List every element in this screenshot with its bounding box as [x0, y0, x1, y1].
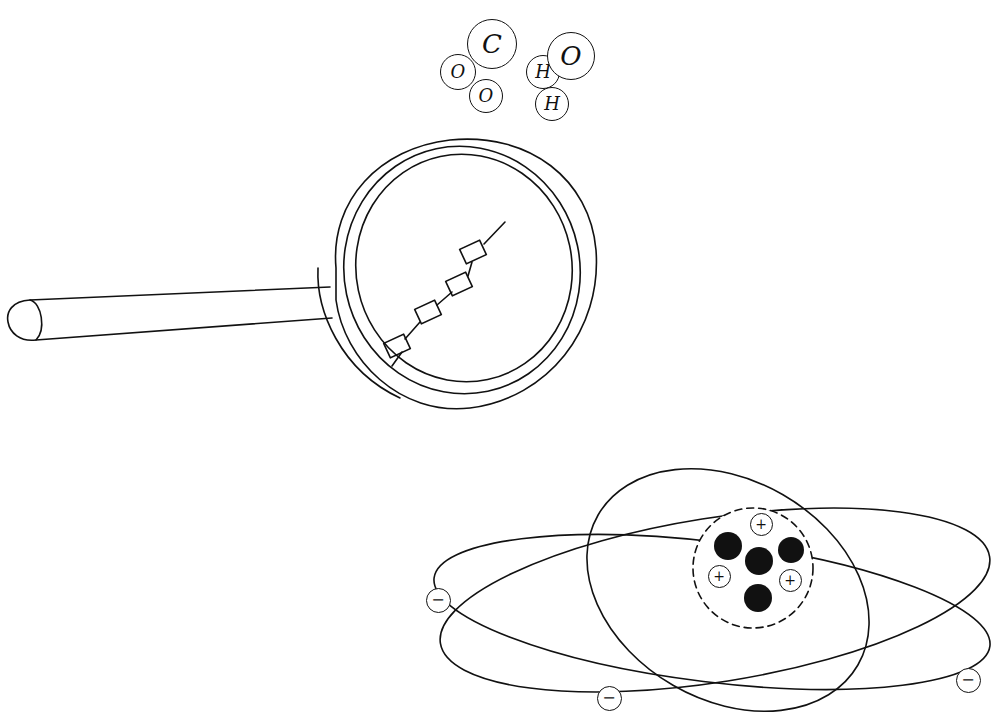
- nucleus-boundary: [693, 508, 813, 628]
- node-label: +: [713, 569, 725, 583]
- electron: −: [426, 588, 451, 613]
- node-label: O: [560, 43, 581, 69]
- atom-circle: O: [469, 79, 503, 113]
- atom-circle: H: [535, 87, 569, 121]
- magnifier-rim: [318, 124, 603, 416]
- electron: −: [597, 686, 622, 711]
- node-label: C: [482, 31, 502, 57]
- proton: +: [779, 569, 802, 592]
- node-label: O: [479, 87, 494, 105]
- atom-circle: O: [440, 54, 476, 90]
- node-label: H: [544, 95, 560, 113]
- node-label: −: [602, 690, 615, 706]
- electron-orbits: [426, 420, 991, 719]
- proton: +: [708, 565, 731, 588]
- magnifier-handle-end: [30, 300, 42, 340]
- node-label: +: [755, 517, 767, 531]
- node-label: +: [784, 573, 796, 587]
- proton: +: [750, 513, 773, 536]
- node-label: O: [451, 63, 466, 81]
- molecule-chain: [384, 222, 505, 366]
- magnifier-handle: [8, 287, 332, 340]
- node-label: −: [961, 672, 974, 688]
- atom-circle: O: [547, 32, 595, 80]
- electron: −: [956, 668, 981, 693]
- atom-circle: C: [467, 19, 517, 69]
- node-label: −: [431, 592, 444, 608]
